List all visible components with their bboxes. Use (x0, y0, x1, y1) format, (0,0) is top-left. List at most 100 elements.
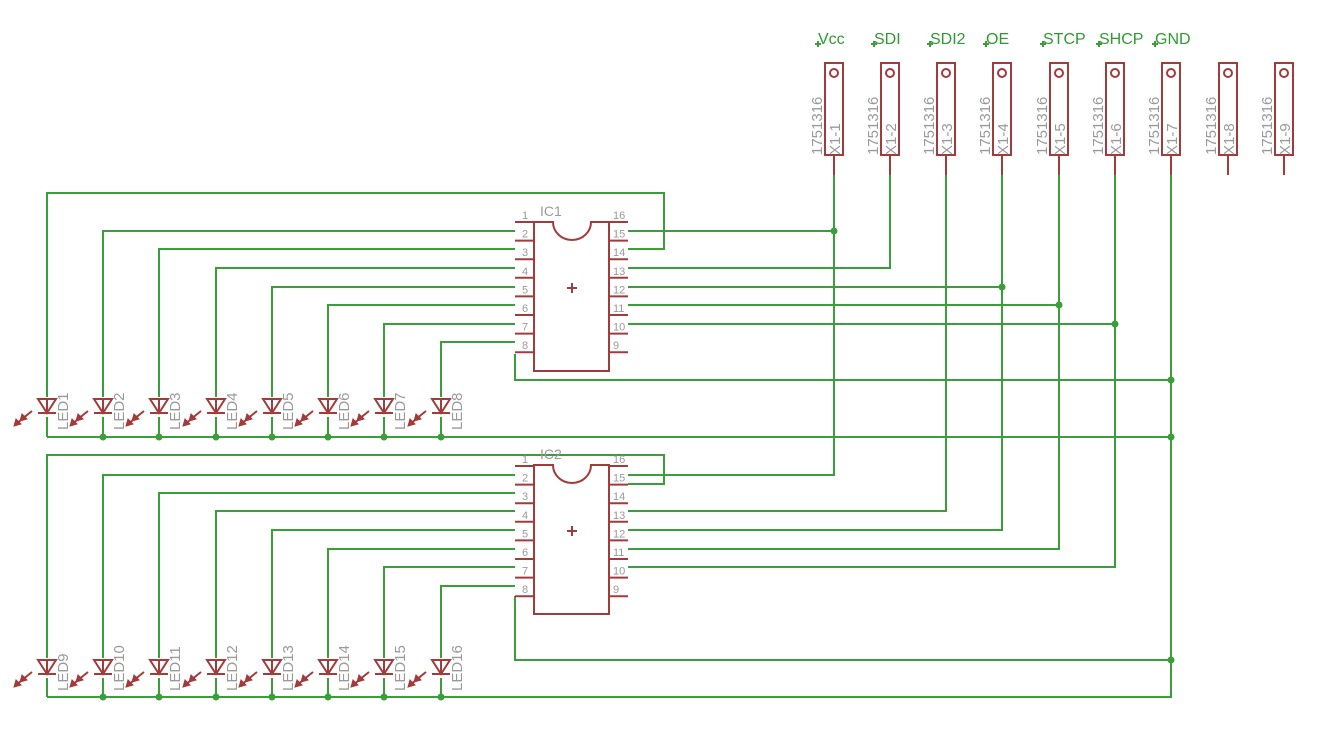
connector-value-label: 1751316 (1090, 97, 1107, 155)
ic1-to-led (158, 248, 515, 397)
ic-pin-number: 16 (613, 454, 625, 466)
led-label: LED8 (449, 392, 466, 430)
led-arrow-head (182, 679, 191, 688)
ic1-to-led (271, 286, 515, 397)
connector-value-label: 1751316 (1203, 97, 1220, 155)
led-label: LED14 (336, 645, 353, 691)
junction-dot (437, 433, 445, 441)
junction-dot (212, 433, 220, 441)
connector-value-label: 1751316 (1259, 97, 1276, 155)
gnd-net (47, 175, 1172, 698)
ic-pin-number: 7 (522, 322, 528, 334)
ic-pin-number: 11 (613, 303, 624, 315)
led-label: LED6 (336, 392, 353, 430)
connector-pin-hole (1166, 68, 1176, 78)
ic2-q0-led9 (46, 454, 665, 658)
ic1-to-led (102, 230, 515, 397)
wires (46, 41, 1175, 701)
led-arrow-head (238, 418, 247, 427)
connector-pin-name: X1-7 (1164, 123, 1181, 155)
ic-name-label: IC2 (540, 446, 562, 462)
ic-pin-number: 8 (522, 584, 528, 596)
junction-dot (437, 693, 445, 701)
led-arrow-head (407, 679, 416, 688)
led-arrow-head (13, 418, 22, 427)
led-label: LED15 (392, 645, 409, 691)
net-label: SDI2 (930, 31, 966, 48)
net-label: SHCP (1099, 31, 1143, 48)
ic-pin-number: 11 (613, 547, 624, 559)
ic-pin-number: 6 (522, 303, 528, 315)
led-label: LED16 (449, 645, 466, 691)
connector-pin-name: X1-5 (1052, 123, 1069, 155)
connector-pin-name: X1-6 (1108, 123, 1125, 155)
junction-dot (1167, 433, 1175, 441)
ic1-to-led (215, 267, 515, 397)
stcp-net (628, 175, 1060, 550)
ic1-to-led (440, 341, 515, 397)
junction-dot (1055, 301, 1063, 309)
ic-pin-number: 6 (522, 547, 528, 559)
led-arrow-head (69, 679, 78, 688)
ic-name-label: IC1 (540, 203, 562, 219)
ic-pin-number: 14 (613, 491, 625, 503)
connector-pin-hole (997, 68, 1007, 78)
connector-pin-hole (1110, 68, 1120, 78)
ic-pin-number: 1 (522, 210, 528, 222)
junction-dot (268, 433, 276, 441)
led-label: LED1 (55, 392, 72, 430)
led-arrow-head (13, 679, 22, 688)
connector-value-label: 1751316 (809, 97, 826, 155)
junction-dot (268, 693, 276, 701)
led-label: LED13 (280, 645, 297, 691)
connector-pin-name: X1-3 (939, 123, 956, 155)
junction-dot (212, 693, 220, 701)
ic-pin-number: 7 (522, 566, 528, 578)
junction-dot (155, 433, 163, 441)
ic1-to-led (327, 304, 515, 397)
ic-pin-number: 2 (522, 473, 528, 485)
led-arrow-head (294, 679, 303, 688)
ic1-gnd (514, 354, 1171, 381)
shcp-net (628, 175, 1116, 568)
ic2-to-led (383, 566, 515, 658)
led-arrow-head (182, 418, 191, 427)
ic-pin-number: 2 (522, 229, 528, 241)
net-label: SDI (874, 31, 901, 48)
ic-pin-number: 4 (522, 510, 528, 522)
ic2-to-led (440, 585, 515, 658)
led-label: LED7 (392, 392, 409, 430)
net-label: Vcc (818, 31, 845, 48)
connector-pin-hole (885, 68, 895, 78)
led-label: LED4 (224, 392, 241, 430)
led-arrow-head (407, 418, 416, 427)
led-arrow-head (294, 418, 303, 427)
oe-net (628, 175, 1003, 531)
ic2-to-led (102, 474, 515, 658)
connector-pin-name: X1-1 (827, 123, 844, 155)
junction-dot (155, 693, 163, 701)
ic-pin-number: 16 (613, 210, 625, 222)
connector-pin-hole (1223, 68, 1233, 78)
led-label: LED9 (55, 653, 72, 691)
ic2-gnd (514, 596, 1171, 661)
ic1-to-led (383, 323, 515, 397)
ic-body (533, 464, 610, 615)
led-arrow-head (125, 679, 134, 688)
led-label: LED3 (167, 392, 184, 430)
ic-pin-number: 9 (613, 584, 619, 596)
connector-pin-name: X1-8 (1221, 123, 1238, 155)
ic1-q0-led1 (46, 192, 665, 397)
led-label: LED10 (111, 645, 128, 691)
connector-pin-hole (1279, 68, 1289, 78)
ic-pin-number: 3 (522, 247, 528, 259)
ic-pin-number: 9 (613, 340, 619, 352)
net-label: GND (1155, 31, 1191, 48)
sdi2-net (628, 175, 947, 512)
junction-dot (324, 433, 332, 441)
led-label: LED5 (280, 392, 297, 430)
junction-dot (830, 227, 838, 235)
led-arrow-head (69, 418, 78, 427)
ic2-to-led (271, 529, 515, 658)
